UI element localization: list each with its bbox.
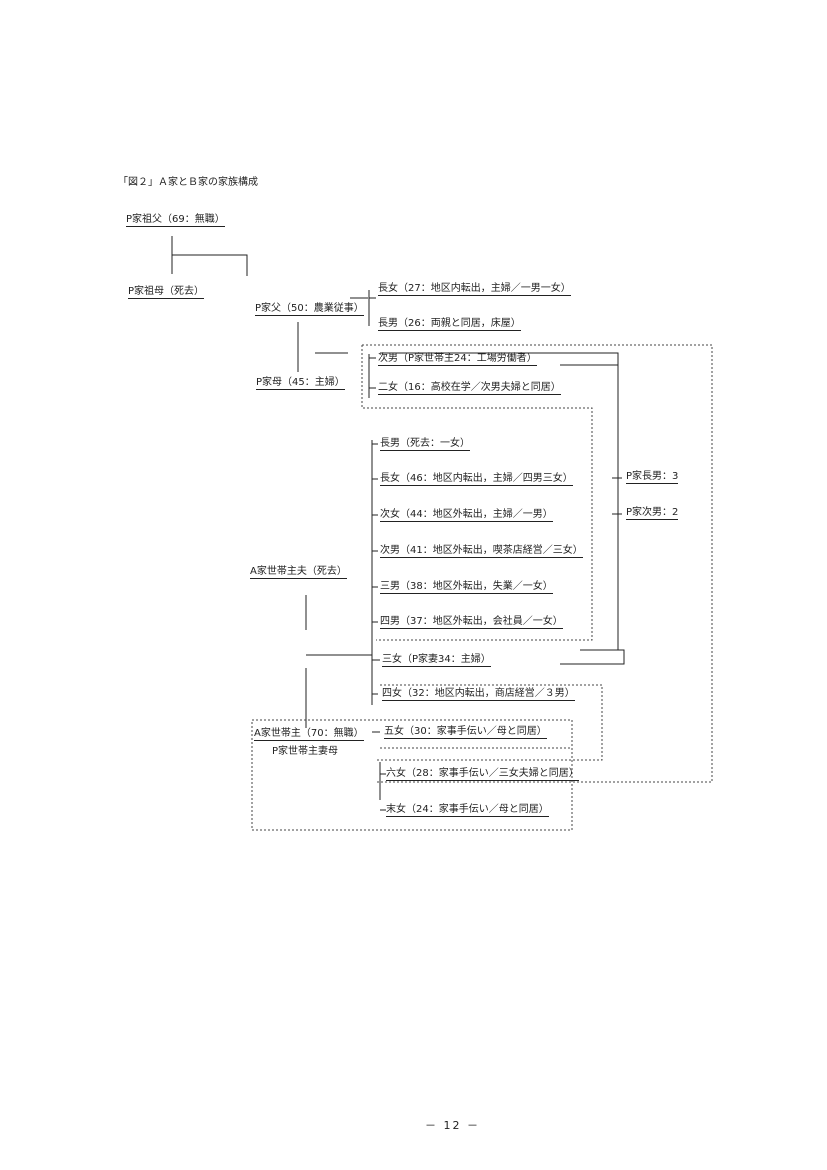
p-household-second-son: P家次男：2 <box>626 507 679 520</box>
person-a-fourth-son: 四男（37：地区外転出，会社員／一女） <box>380 616 563 629</box>
person-p-grandmother: P家祖母（死去） <box>128 286 205 299</box>
page-number: － 12 － <box>425 1119 480 1132</box>
person-a-third-daughter: 三女（P家妻34：主婦） <box>382 654 491 667</box>
person-a-grandfather: A家世帯主夫（死去） <box>250 566 347 579</box>
person-p-eldest-daughter: 長女（27：地区内転出，主婦／一男一女） <box>378 283 571 296</box>
person-a-fifth-daughter: 五女（30：家事手伝い／母と同居） <box>384 726 547 739</box>
figure-caption: 「図２」Ａ家とＢ家の家族構成 <box>118 177 258 188</box>
person-p-second-daughter: 二女（16：高校在学／次男夫婦と同居） <box>378 382 561 395</box>
person-a-eldest-son: 長男（死去：一女） <box>380 438 470 451</box>
person-p-second-son: 次男（P家世帯主24：工場労働者） <box>378 353 537 366</box>
person-a-third-son: 三男（38：地区外転出，失業／一女） <box>380 581 553 594</box>
person-p-grandfather: P家祖父（69：無職） <box>126 214 225 227</box>
person-p-father: P家父（50：農業従事） <box>255 303 364 316</box>
person-p-mother: P家母（45：主婦） <box>256 377 345 390</box>
person-p-eldest-son: 長男（26：両親と同居，床屋） <box>378 318 521 331</box>
person-a-second-daughter: 次女（44：地区外転出，主婦／一男） <box>380 509 553 522</box>
person-a-eldest-daughter: 長女（46：地区内転出，主婦／四男三女） <box>380 473 573 486</box>
person-a-grandmother-note: P家世帯主妻母 <box>272 746 339 757</box>
person-a-fourth-daughter: 四女（32：地区内転出，商店経営／３男） <box>382 688 575 701</box>
p-household-eldest-son: P家長男：3 <box>626 471 679 484</box>
person-a-second-son: 次男（41：地区外転出，喫茶店経営／三女） <box>380 545 583 558</box>
person-a-grandmother: A家世帯主（70：無職） <box>254 728 364 741</box>
person-a-youngest-daughter: 末女（24：家事手伝い／母と同居） <box>386 804 549 817</box>
person-a-sixth-daughter: 六女（28：家事手伝い／三女夫婦と同居） <box>386 768 579 781</box>
